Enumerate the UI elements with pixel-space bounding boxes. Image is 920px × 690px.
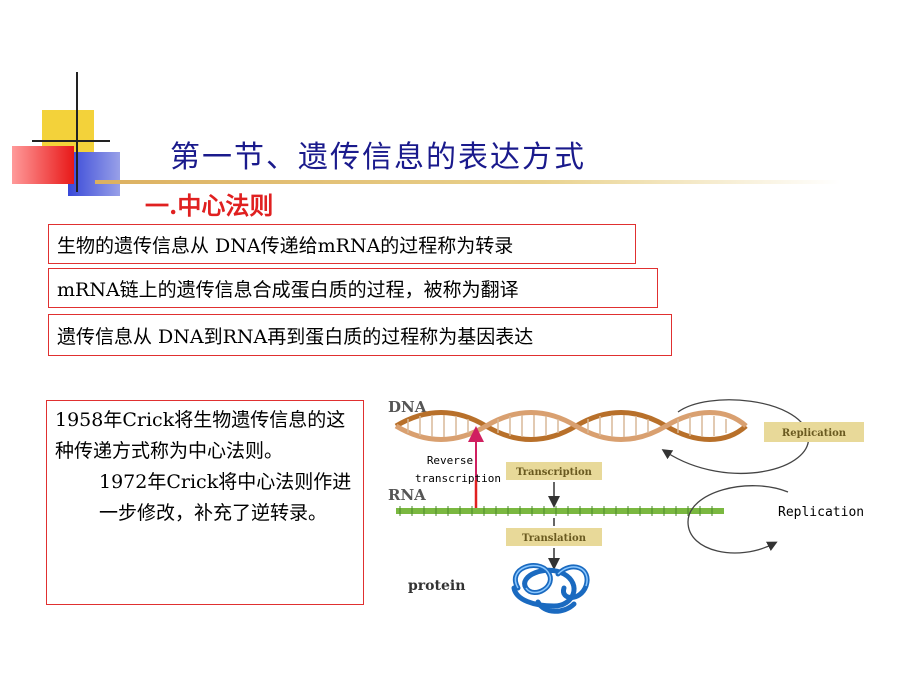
translation-label-box xyxy=(506,528,602,546)
section-subtitle: 一.中心法则 xyxy=(145,191,274,220)
translation-label: Translation xyxy=(522,533,587,544)
rna-replication-loop xyxy=(687,485,789,554)
replication-label-rna: Replication xyxy=(778,505,864,520)
rna-strand-ticks xyxy=(399,506,713,516)
crick-history-box: 1958年Crick将生物遗传信息的这种传递方式称为中心法则。 1972年Cri… xyxy=(46,400,364,605)
rna-label: RNA xyxy=(388,486,426,504)
rna-strand xyxy=(396,508,724,514)
crick-paragraph-2: 1972年Crick将中心法则作进一步修改，补充了逆转录。 xyxy=(99,471,352,524)
deco-red-square xyxy=(12,146,74,184)
dna-helix xyxy=(394,410,748,442)
definition-translation: mRNA链上的遗传信息合成蛋白质的过程，被称为翻译 xyxy=(48,268,658,308)
replication-label-top: Replication xyxy=(782,428,847,439)
transcription-label-box xyxy=(506,462,602,480)
definition-gene-expression: 遗传信息从 DNA到RNA再到蛋白质的过程称为基因表达 xyxy=(48,314,672,356)
reverse-transcription-label-1: Reverse xyxy=(427,454,473,467)
crick-paragraph-1: 1958年Crick将生物遗传信息的这种传递方式称为中心法则。 xyxy=(55,409,346,462)
transcription-label: Transcription xyxy=(516,467,593,478)
dna-label: DNA xyxy=(388,398,427,416)
reverse-transcription-label-2: transcription xyxy=(415,472,501,485)
definition-transcription: 生物的遗传信息从 DNA传递给mRNA的过程称为转录 xyxy=(48,224,636,264)
deco-vertical-line xyxy=(76,72,78,192)
protein-structure-highlight xyxy=(514,564,588,594)
protein-label: protein xyxy=(408,578,465,594)
title-underline xyxy=(95,180,840,184)
central-dogma-diagram: DNA Replication Reverse transcription Tr… xyxy=(388,398,864,614)
replication-label-box-top xyxy=(764,422,864,442)
page-title: 第一节、遗传信息的表达方式 xyxy=(170,140,586,175)
protein-structure xyxy=(511,562,590,614)
deco-horizontal-line xyxy=(32,140,110,142)
